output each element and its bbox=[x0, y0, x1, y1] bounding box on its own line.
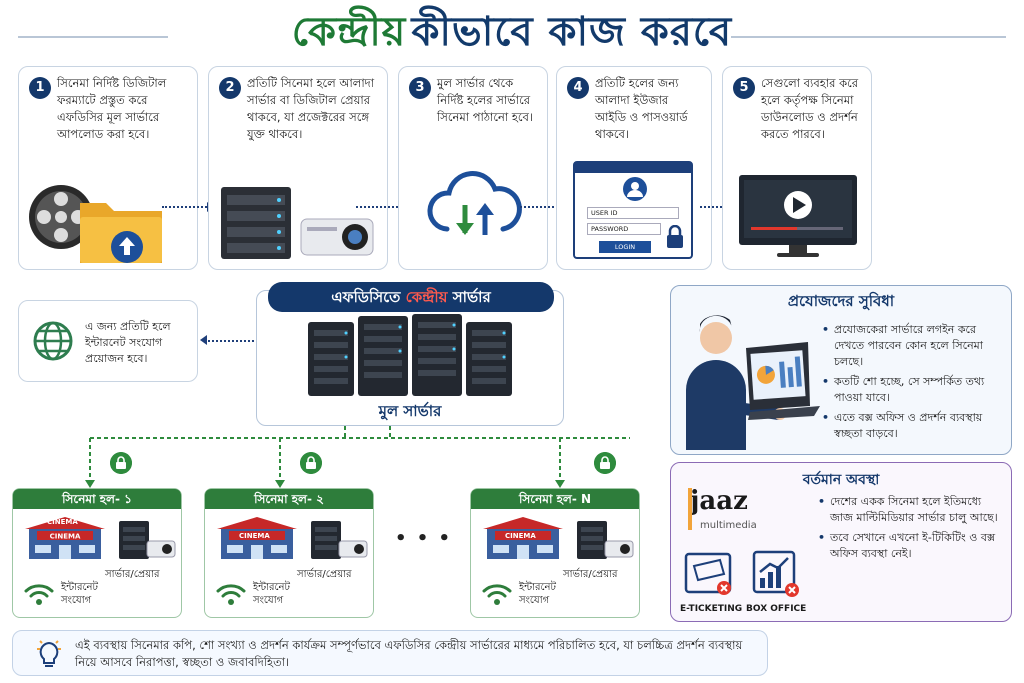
internet-note-text: এ জন্য প্রতিটি হলে ইন্টারনেট সংযোগ প্রয়… bbox=[85, 320, 171, 365]
internet-note-card: এ জন্য প্রতিটি হলে ইন্টারনেট সংযোগ প্রয়… bbox=[18, 300, 198, 382]
lock-icon bbox=[110, 452, 132, 474]
step-card-5: 5 সেগুলো ব্যবহার করে হলে কর্তৃপক্ষ সিনেম… bbox=[722, 66, 872, 270]
step-card-1: 1 সিনেমা নির্দিষ্ট ডিজিটাল ফরম্যাটে প্রস… bbox=[18, 66, 198, 270]
cinema-hall-card-n: সিনেমা হল- N CINEMA সার্ভার/প্রেয়ার ইন্… bbox=[470, 488, 640, 618]
user-avatar-icon bbox=[623, 177, 647, 201]
cinema-building-icon bbox=[483, 517, 563, 559]
cinema-hall-card-1: সিনেমা হল- ১ CINEMA CINEMA সার্ভার/প্রেয… bbox=[12, 488, 182, 618]
step-text: প্রতিটি হলের জন্য আলাদা ইউজার আইডি ও পাস… bbox=[595, 76, 688, 141]
cinema-hall-card-2: সিনেমা হল- ২ CINEMA সার্ভার/প্রেয়ার ইন্… bbox=[204, 488, 374, 618]
hall-server-icon bbox=[119, 521, 176, 559]
title-rule-left bbox=[18, 36, 168, 38]
step-number: 3 bbox=[409, 77, 431, 99]
main-server-label: মুল সার্ভার bbox=[378, 402, 442, 420]
jaaz-logo: jaaz bbox=[690, 486, 748, 516]
lock-icon bbox=[594, 452, 616, 474]
server-caption: সার্ভার/প্রেয়ার bbox=[297, 569, 352, 580]
internet-caption: ইন্টারনেট সংযোগ bbox=[519, 582, 556, 606]
server-projector-icon bbox=[221, 187, 374, 259]
lightbulb-icon bbox=[37, 640, 61, 667]
benefits-title: প্রযোজদের সুবিধা bbox=[787, 292, 895, 310]
cloud-sync-icon bbox=[427, 171, 522, 235]
server-rack-icon bbox=[308, 314, 512, 396]
current-status-list: দেশের একক সিনেমা হলে ইতিমধ্যে জাজ মাল্টি… bbox=[818, 494, 1002, 566]
more-halls-ellipsis: • • • bbox=[395, 528, 453, 549]
step-number: 5 bbox=[733, 77, 755, 99]
title-rule-right bbox=[731, 36, 1006, 38]
padlock-icon bbox=[667, 225, 683, 248]
hall-server-icon bbox=[577, 521, 634, 559]
cinema-sign: CINEMA bbox=[505, 532, 536, 540]
server-caption: সার্ভার/প্রেয়ার bbox=[563, 569, 618, 580]
central-server-label: এফডিসিতে কেন্দ্রীয় সার্ভার bbox=[268, 282, 554, 312]
hall-header: সিনেমা হল- ১ bbox=[13, 489, 181, 509]
step-card-2: 2 প্রতিটি সিনেমা হলে আলাদা সার্ভার বা ডি… bbox=[208, 66, 388, 270]
server-label-highlight: কেন্দ্রীয় bbox=[405, 288, 448, 306]
cinema-sign: CINEMA bbox=[47, 518, 78, 526]
monitor-play-icon bbox=[739, 175, 857, 257]
login-button[interactable]: LOGIN bbox=[599, 241, 651, 253]
internet-connector-line bbox=[204, 340, 254, 342]
central-server-panel bbox=[256, 290, 564, 426]
step-text: সেগুলো ব্যবহার করে হলে কর্তৃপক্ষ সিনেমা … bbox=[761, 76, 859, 141]
login-window: USER ID PASSWORD LOGIN bbox=[573, 161, 693, 259]
jaaz-logo-sub: multimedia bbox=[700, 520, 757, 531]
internet-caption: ইন্টারনেট সংযোগ bbox=[253, 582, 290, 606]
lock-icon bbox=[300, 452, 322, 474]
status-item: দেশের একক সিনেমা হলে ইতিমধ্যে জাজ মাল্টি… bbox=[818, 494, 1002, 526]
user-id-field[interactable]: USER ID bbox=[587, 207, 679, 219]
step-text: মুল সার্ভার থেকে নির্দিষ্ট হলের সার্ভারে… bbox=[437, 76, 534, 124]
page-title: কেন্দ্রীয় কীভাবে কাজ করবে bbox=[0, 6, 1024, 62]
eticketing-label: E-TICKETING bbox=[680, 604, 743, 614]
cinema-building-icon: CINEMA bbox=[25, 517, 105, 559]
password-field[interactable]: PASSWORD bbox=[587, 223, 661, 235]
step-number: 2 bbox=[219, 77, 241, 99]
step-number: 1 bbox=[29, 77, 51, 99]
hall-connectors bbox=[85, 426, 630, 488]
benefit-item: কতটি শো হচ্ছে, সে সম্পর্কিত তথ্য পাওয়া … bbox=[822, 374, 1002, 406]
wifi-icon bbox=[24, 584, 54, 605]
cinema-building-icon bbox=[217, 517, 297, 559]
step-card-3: 3 মুল সার্ভার থেকে নির্দিষ্ট হলের সার্ভা… bbox=[398, 66, 548, 270]
internet-connector-arrow bbox=[200, 335, 207, 345]
step-text: সিনেমা নির্দিষ্ট ডিজিটাল ফরম্যাটে প্রস্ত… bbox=[57, 76, 167, 141]
hall-header: সিনেমা হল- ২ bbox=[205, 489, 373, 509]
box-office-chart-icon bbox=[752, 550, 799, 597]
svg-text:CINEMA: CINEMA bbox=[50, 533, 81, 541]
current-status-title: বর্তমান অবস্থা bbox=[802, 472, 880, 488]
server-label-prefix: এফডিসিতে bbox=[331, 288, 406, 306]
step-card-4: 4 প্রতিটি হলের জন্য আলাদা ইউজার আইডি ও প… bbox=[556, 66, 712, 270]
server-caption: সার্ভার/প্রেয়ার bbox=[105, 569, 160, 580]
status-item: তবে সেখানে এখনো ই-টিকিটিং ও বক্স অফিস ব্… bbox=[818, 530, 1002, 562]
footer-note: এই ব্যবস্থায় সিনেমার কপি, শো সংখ্যা ও প… bbox=[12, 630, 768, 676]
person-laptop-icon bbox=[686, 315, 820, 450]
ticket-icon bbox=[684, 552, 732, 595]
hall-server-icon bbox=[311, 521, 368, 559]
server-label-suffix: সার্ভার bbox=[447, 288, 491, 306]
step-text: প্রতিটি সিনেমা হলে আলাদা সার্ভার বা ডিজি… bbox=[247, 76, 375, 141]
wifi-icon bbox=[482, 584, 512, 605]
benefits-list: প্রযোজকেরা সার্ভারে লগইন করে দেখতে পারবে… bbox=[822, 322, 1002, 446]
film-folder-upload-icon bbox=[29, 185, 162, 263]
box-office-label: BOX OFFICE bbox=[746, 604, 807, 614]
wifi-icon bbox=[216, 584, 246, 605]
flow-arrow bbox=[356, 202, 406, 212]
internet-caption: ইন্টারনেট সংযোগ bbox=[61, 582, 98, 606]
title-highlight: কেন্দ্রীয় bbox=[291, 9, 407, 55]
benefit-item: প্রযোজকেরা সার্ভারে লগইন করে দেখতে পারবে… bbox=[822, 322, 1002, 370]
login-window-bar bbox=[575, 163, 691, 173]
footer-text: এই ব্যবস্থায় সিনেমার কপি, শো সংখ্যা ও প… bbox=[75, 638, 743, 669]
jaaz-logo-bar bbox=[688, 488, 692, 530]
title-main: কীভাবে কাজ করবে bbox=[411, 9, 733, 55]
hall-header: সিনেমা হল- N bbox=[471, 489, 639, 509]
flow-arrow bbox=[162, 202, 214, 212]
globe-icon bbox=[33, 321, 73, 361]
step-number: 4 bbox=[567, 77, 589, 99]
benefit-item: এতে বক্স অফিস ও প্রদর্শন ব্যবস্থায় স্বচ… bbox=[822, 410, 1002, 442]
cinema-sign: CINEMA bbox=[239, 532, 270, 540]
